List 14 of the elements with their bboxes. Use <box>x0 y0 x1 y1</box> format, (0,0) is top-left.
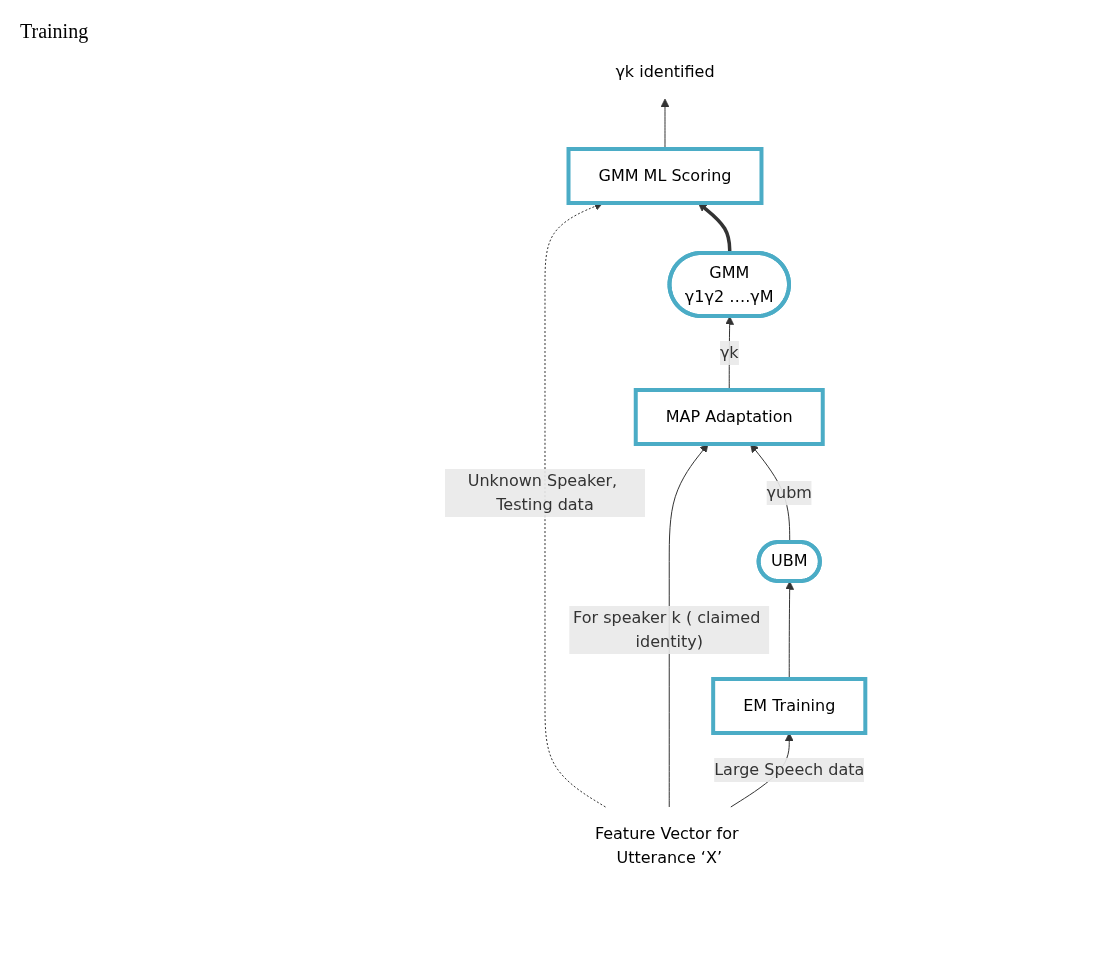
node-text: γk identified <box>615 62 715 82</box>
edge-label: Large Speech data <box>714 759 865 779</box>
node-text: Feature Vector for Utterance ‘X’ <box>595 823 739 867</box>
edge-label: Unknown Speaker, Testing data <box>468 471 618 514</box>
edge-label: For speaker k ( claimed identity) <box>573 608 761 651</box>
edge-label: γubm <box>766 483 813 502</box>
arrow <box>785 581 795 680</box>
arrow <box>660 98 670 150</box>
node-box: EM Training <box>711 677 868 735</box>
node-box: MAP Adaptation <box>634 388 826 446</box>
edge-label: γk <box>720 343 739 362</box>
node-box: GMM ML Scoring <box>566 147 764 205</box>
note-text: Training <box>20 20 90 43</box>
arrow <box>725 316 735 391</box>
